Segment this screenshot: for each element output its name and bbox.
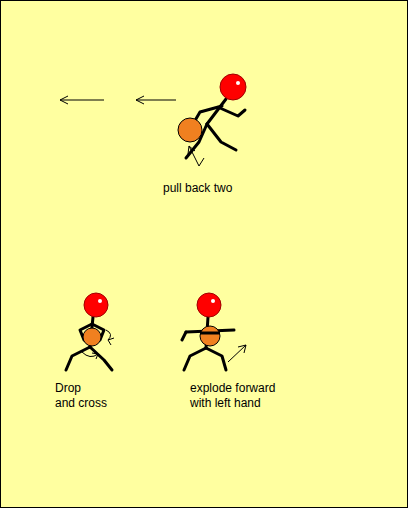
- eye: [211, 299, 215, 303]
- ball-motion-arrow: [82, 330, 114, 359]
- basketball: [200, 326, 220, 346]
- player-arm: [200, 332, 220, 335]
- drill-step-label: pull back two: [163, 181, 232, 196]
- basketball: [83, 328, 101, 346]
- player-figure: [66, 317, 112, 370]
- ball-motion-arrow: [188, 146, 204, 166]
- ball-motion-arrow: [228, 345, 246, 362]
- player-figure: [182, 317, 234, 370]
- basketball: [178, 118, 202, 142]
- drill-step-label: Drop and cross: [55, 381, 107, 411]
- eye: [236, 81, 240, 85]
- direction-arrow: [60, 96, 176, 104]
- eye: [98, 299, 102, 303]
- drill-step-label: explode forward with left hand: [190, 381, 275, 411]
- player-head: [197, 293, 221, 317]
- player-head: [220, 74, 246, 100]
- player-head: [84, 293, 108, 317]
